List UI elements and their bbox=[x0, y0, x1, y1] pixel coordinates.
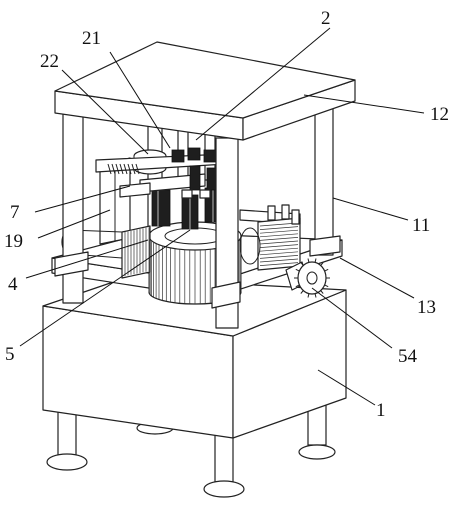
left-clamp-ribs bbox=[124, 227, 150, 276]
label-22: 22 bbox=[40, 51, 59, 72]
label-54: 54 bbox=[398, 346, 418, 367]
base-cabinet bbox=[42, 277, 347, 439]
label-11: 11 bbox=[412, 215, 430, 236]
spring bbox=[107, 163, 140, 175]
label-1: 1 bbox=[376, 400, 386, 421]
gear-wheel bbox=[285, 258, 330, 298]
right-clamp-ribs bbox=[259, 222, 299, 266]
label-21: 21 bbox=[82, 28, 101, 49]
label-4: 4 bbox=[8, 274, 18, 295]
right-side-assembly bbox=[239, 204, 301, 271]
label-13: 13 bbox=[417, 297, 436, 318]
label-7: 7 bbox=[10, 202, 20, 223]
top-plate bbox=[54, 41, 356, 141]
label-12: 12 bbox=[430, 104, 449, 125]
reference-numerals: 2 21 22 12 7 11 19 4 13 5 54 1 bbox=[4, 8, 449, 421]
label-2: 2 bbox=[321, 8, 331, 29]
leader-lines bbox=[19, 27, 425, 406]
label-5: 5 bbox=[5, 344, 15, 365]
label-19: 19 bbox=[4, 231, 23, 252]
legs bbox=[46, 404, 336, 498]
front-columns bbox=[54, 104, 341, 329]
